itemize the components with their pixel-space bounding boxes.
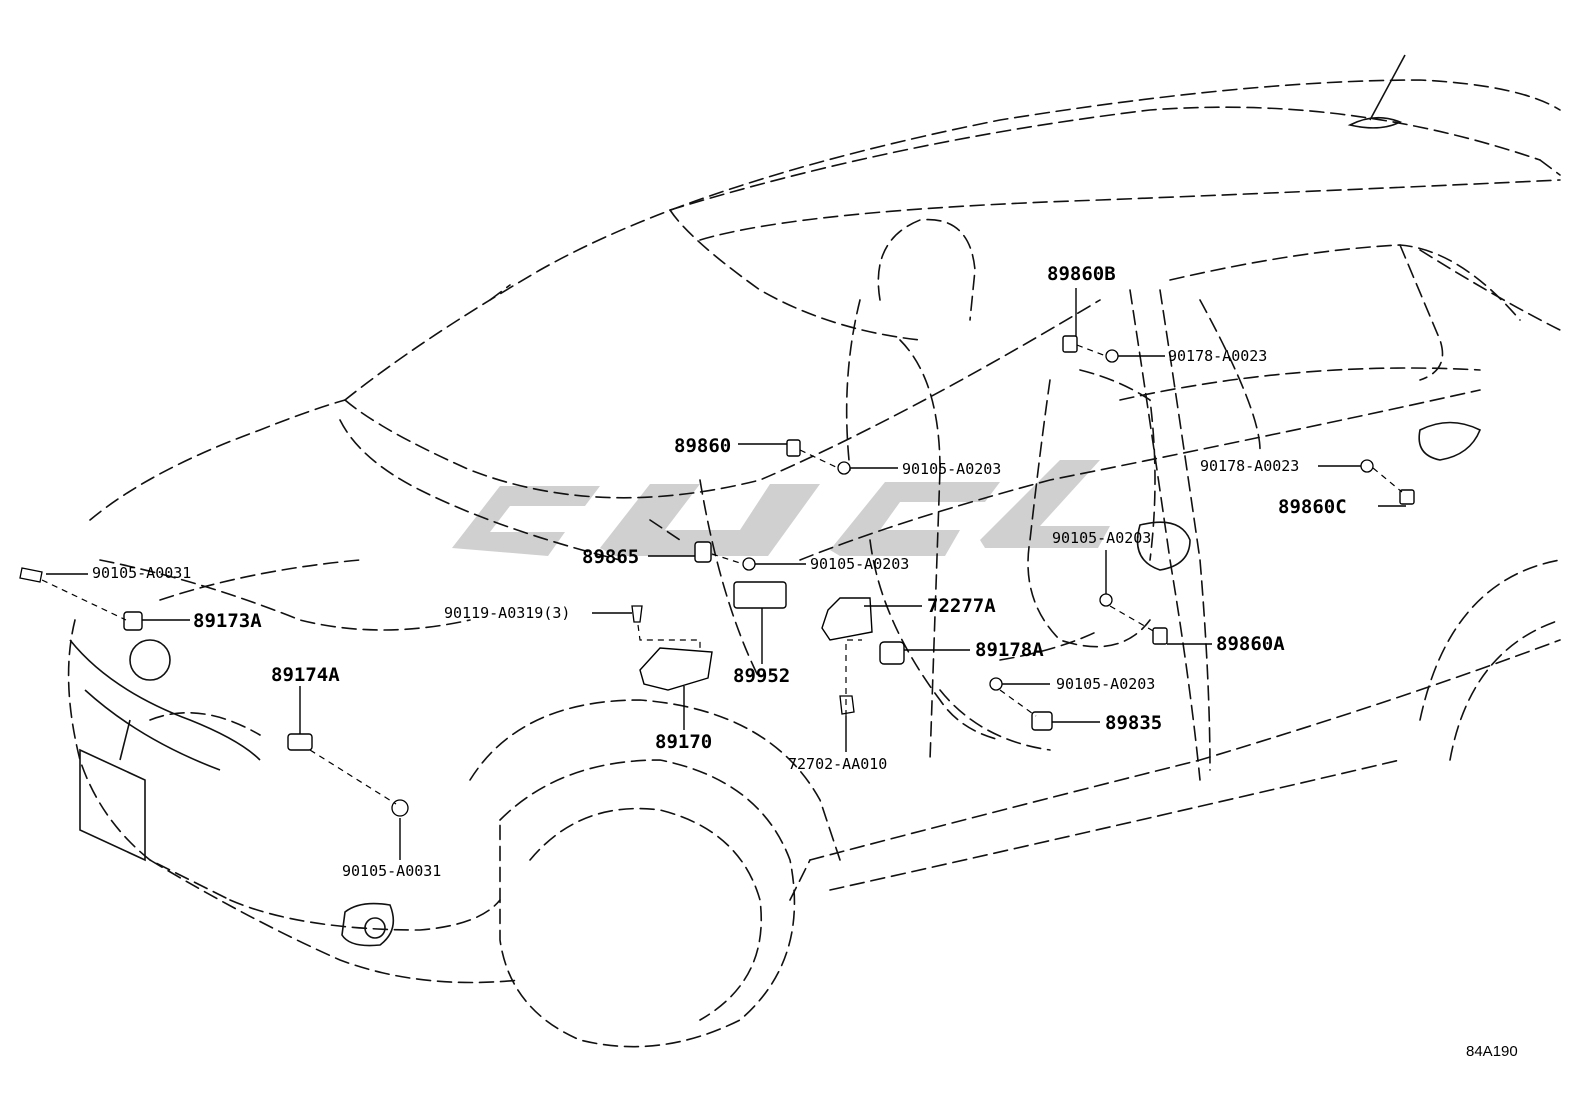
bolt-90105-a0203-d-part: [989, 677, 1003, 691]
sensor-89860A-part: [1152, 627, 1168, 645]
watermark-logo: [452, 460, 1110, 556]
label-90119-A0319: 90119-A0319(3): [444, 604, 570, 622]
label-90105-A0203-middle: 90105-A0203: [810, 555, 909, 573]
screw-72702-part: [839, 695, 855, 715]
leader-lines: [41, 288, 1406, 860]
label-89860A: 89860A: [1216, 633, 1285, 655]
label-72277A: 72277A: [927, 595, 996, 617]
bracket-72277A-part: [821, 597, 873, 641]
sensor-89860C-part: [1399, 489, 1415, 505]
label-89860B: 89860B: [1047, 263, 1116, 285]
bolt-90105-a0203-c-part: [742, 557, 756, 571]
car-outline: [67, 54, 1561, 1048]
label-90105-A0031-left: 90105-A0031: [92, 564, 191, 582]
label-89173A: 89173A: [193, 610, 262, 632]
label-89952: 89952: [733, 665, 790, 687]
sensor-89865-part: [694, 541, 712, 563]
sensor-89860B-part: [1062, 335, 1078, 353]
label-90178-A0023-lower: 90178-A0023: [1200, 457, 1299, 475]
bolt-90105-a0031-a-part: [19, 567, 43, 583]
nut-90178-b-part: [1360, 459, 1374, 473]
bolt-90119-part: [631, 605, 643, 623]
airbag-module-89170-part: [639, 647, 713, 691]
label-90105-A0203-lower: 90105-A0203: [1056, 675, 1155, 693]
label-89860: 89860: [674, 435, 731, 457]
sensor-89860-part: [786, 439, 801, 457]
label-89174A: 89174A: [271, 664, 340, 686]
label-89865: 89865: [582, 546, 639, 568]
module-89952-part: [733, 581, 787, 609]
sensor-89173A-part: [123, 611, 143, 631]
sensor-89174A-part: [287, 733, 313, 751]
label-89178A: 89178A: [975, 639, 1044, 661]
label-90105-A0203-right: 90105-A0203: [1052, 529, 1151, 547]
callout-labels: 89860B 90178-A0023 89860 90105-A0203 901…: [92, 263, 1518, 1060]
label-90105-A0031-bottom: 90105-A0031: [342, 862, 441, 880]
sensor-89178A-part: [879, 641, 905, 665]
bolt-90105-a0203-a-part: [837, 461, 851, 475]
nut-90178-a-part: [1105, 349, 1119, 363]
sensor-89835-part: [1031, 711, 1053, 731]
label-90105-A0203-upper: 90105-A0203: [902, 460, 1001, 478]
label-89835: 89835: [1105, 712, 1162, 734]
diagram-code: 84A190: [1466, 1043, 1518, 1060]
label-90178-A0023-upper: 90178-A0023: [1168, 347, 1267, 365]
label-89860C: 89860C: [1278, 496, 1347, 518]
label-72702-AA010: 72702-AA010: [788, 755, 887, 773]
label-89170: 89170: [655, 731, 712, 753]
components: [19, 335, 1415, 817]
bolt-90105-a0203-b-part: [1099, 593, 1113, 607]
